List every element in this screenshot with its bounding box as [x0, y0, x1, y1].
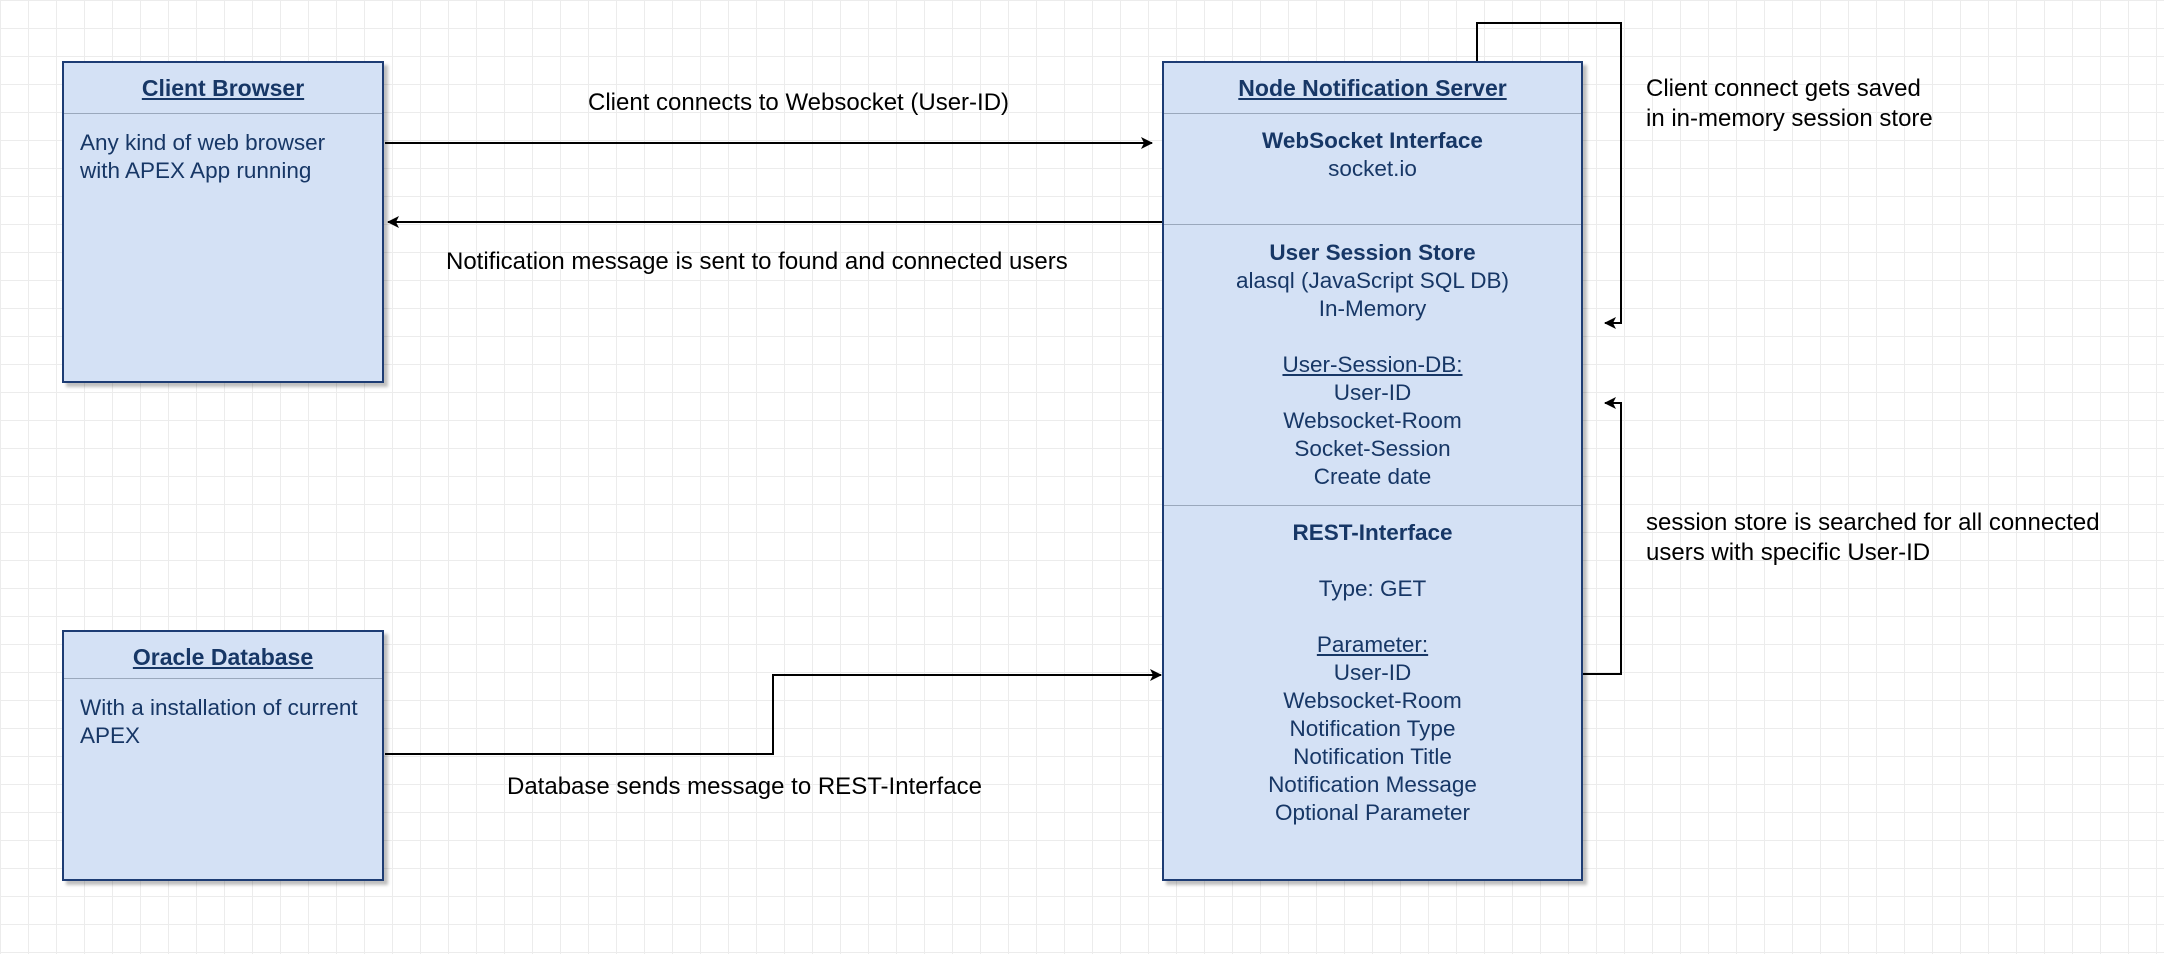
field-item: Create date [1313, 464, 1432, 489]
oracle-database-box[interactable]: Oracle Database With a installation of c… [62, 630, 384, 881]
description-line: With a installation of current [80, 695, 358, 720]
field-item: User-ID [1333, 380, 1412, 405]
section-line: socket.io [1328, 156, 1417, 181]
description-line: APEX [80, 723, 141, 748]
node-server-title: Node Notification Server [1238, 74, 1507, 101]
client-browser-description: Any kind of web browser with APEX App ru… [80, 129, 378, 185]
client-browser-box[interactable]: Client Browser Any kind of web browser w… [62, 61, 384, 383]
description-line: with APEX App running [80, 158, 312, 183]
parameter-item: Notification Type [1289, 716, 1456, 741]
edge-db-to-rest [385, 669, 1162, 755]
edge-label-client-connects: Client connects to Websocket (User-ID) [588, 89, 1010, 116]
label-line: Client connect gets saved [1646, 75, 1921, 102]
section-line: alasql (JavaScript SQL DB) [1235, 268, 1509, 293]
section-line: In-Memory [1318, 296, 1427, 321]
oracle-database-title: Oracle Database [132, 643, 314, 670]
websocket-interface-section: WebSocket Interface socket.io [1164, 127, 1581, 183]
field-item: Socket-Session [1294, 436, 1451, 461]
section-subheading: User-Session-DB: [1282, 352, 1463, 377]
section-subheading: Parameter: [1316, 632, 1429, 657]
parameter-item: User-ID [1333, 660, 1412, 685]
user-session-store-section: User Session Store alasql (JavaScript SQ… [1164, 239, 1581, 491]
description-line: Any kind of web browser [80, 130, 326, 155]
divider [64, 113, 382, 114]
rest-interface-section: REST-Interface Type: GET Parameter: User… [1164, 519, 1581, 827]
parameter-item: Notification Message [1268, 772, 1477, 797]
parameter-item: Optional Parameter [1274, 800, 1471, 825]
edge-label-db-sends: Database sends message to REST-Interface [507, 773, 982, 800]
edge-label-session-searched: session store is searched for all connec… [1646, 508, 2100, 568]
oracle-database-description: With a installation of current APEX [80, 694, 378, 750]
edge-label-session-saved: Client connect gets saved in in-memory s… [1646, 74, 1933, 134]
edge-server-to-session-store [1476, 22, 1622, 329]
divider [1164, 505, 1581, 506]
field-item: Websocket-Room [1283, 408, 1462, 433]
parameter-item: Websocket-Room [1283, 688, 1462, 713]
divider [64, 678, 382, 679]
divider [1164, 113, 1581, 114]
rest-type: Type: GET [1318, 576, 1427, 601]
edge-rest-to-session-store [1583, 397, 1622, 675]
parameter-item: Notification Title [1293, 744, 1452, 769]
label-line: in in-memory session store [1646, 105, 1933, 132]
client-browser-title: Client Browser [141, 74, 305, 101]
node-notification-server-box[interactable]: Node Notification Server WebSocket Inter… [1162, 61, 1583, 881]
label-line: session store is searched for all connec… [1646, 509, 2100, 536]
divider [1164, 224, 1581, 225]
label-line: users with specific User-ID [1646, 539, 1931, 566]
section-heading: WebSocket Interface [1262, 128, 1483, 153]
edge-label-notification-sent: Notification message is sent to found an… [446, 248, 1068, 275]
section-heading: REST-Interface [1292, 520, 1453, 545]
section-heading: User Session Store [1269, 240, 1476, 265]
